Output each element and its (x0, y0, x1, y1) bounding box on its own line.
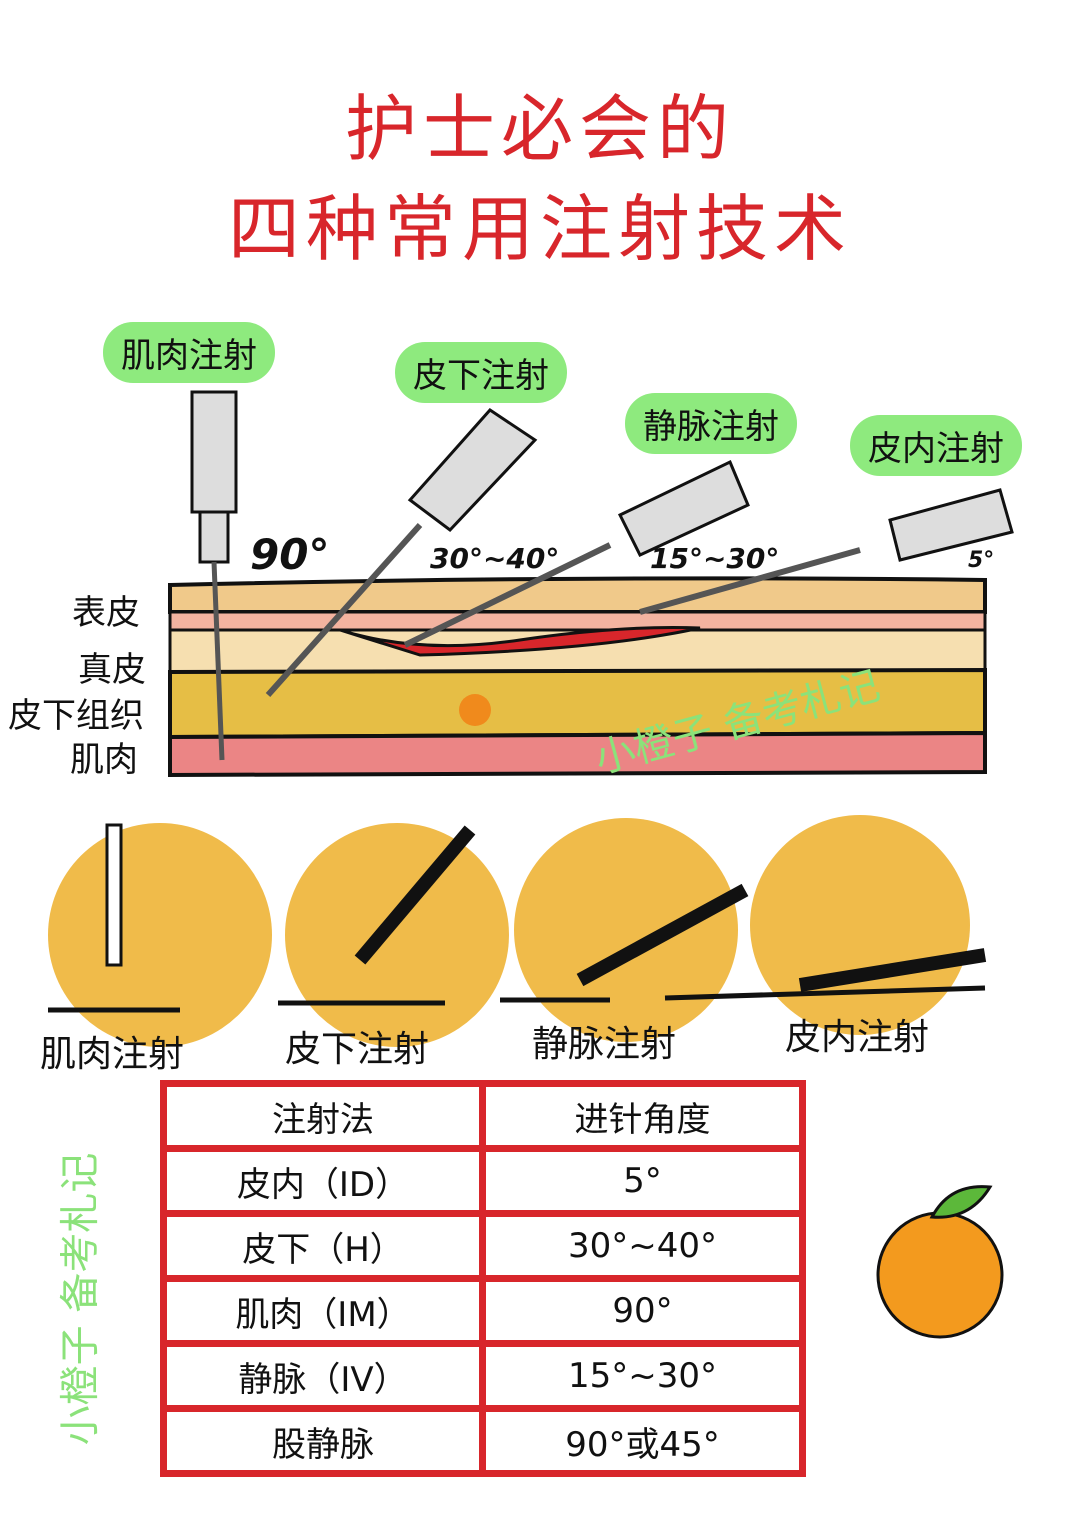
hand-circle-4 (750, 815, 970, 1035)
skin-lines (48, 985, 986, 1013)
hand-circles (48, 815, 970, 1047)
angle-table: 注射法 进针角度 皮内（ID）5° 皮下（H）30°~40° 肌肉（IM）90°… (160, 1080, 806, 1477)
syringe-intravenous (403, 459, 750, 648)
label-intramuscular: 肌肉注射 (103, 322, 275, 383)
header-method: 注射法 (160, 1080, 486, 1152)
label-intravenous: 静脉注射 (625, 393, 797, 454)
layer-epidermis (168, 576, 987, 614)
layer-label-dermis: 真皮 (78, 650, 146, 690)
cell-angle: 90° (479, 1275, 806, 1347)
angle-intravenous: 15°~30° (650, 542, 780, 575)
header-angle: 进针角度 (479, 1080, 806, 1152)
table-row: 皮内（ID）5° (160, 1145, 806, 1217)
layer-label-epidermis: 表皮 (72, 593, 140, 633)
cell-method: 股静脉 (160, 1405, 486, 1477)
layer-epidermis-lower (168, 610, 987, 632)
table-row: 皮下（H）30°~40° (160, 1210, 806, 1282)
title-line-2: 四种常用注射技术 (227, 187, 852, 271)
blood-vessel (339, 626, 701, 657)
layer-label-muscle: 肌肉 (70, 740, 138, 780)
caption-intravenous: 静脉注射 (532, 1024, 677, 1065)
cell-angle: 5° (479, 1145, 806, 1217)
table-row: 肌肉（IM）90° (160, 1275, 806, 1347)
caption-subcutaneous: 皮下注射 (285, 1029, 430, 1070)
cell-angle: 90°或45° (479, 1405, 806, 1477)
cell-angle: 15°~30° (479, 1340, 806, 1412)
caption-intradermal: 皮内注射 (785, 1017, 930, 1058)
angle-subcutaneous: 30°~40° (430, 542, 560, 575)
label-subcutaneous: 皮下注射 (395, 342, 567, 403)
angle-intramuscular: 90° (250, 530, 330, 579)
hand-circle-2 (285, 823, 509, 1047)
cell-method: 肌肉（IM） (160, 1275, 486, 1347)
angle-intradermal: 5° (968, 548, 995, 573)
hand-syringes (105, 823, 987, 992)
cell-method: 皮下（H） (160, 1210, 486, 1282)
caption-intramuscular: 肌肉注射 (40, 1034, 185, 1075)
watermark-2: 小橙子 备考札记 (57, 1152, 104, 1446)
cell-method: 静脉（IV） (160, 1340, 486, 1412)
skin-diagram (48, 390, 1014, 1047)
skin-layers (168, 576, 987, 778)
orange-icon (876, 1185, 1004, 1339)
title-line-1: 护士必会的 (344, 87, 735, 171)
syringe-intradermal (639, 488, 1014, 615)
hand-circle-1 (48, 823, 272, 1047)
layer-label-subcutaneous: 皮下组织 (8, 696, 144, 736)
syringe-intramuscular (190, 390, 238, 761)
cell-angle: 30°~40° (479, 1210, 806, 1282)
cell-method: 皮内（ID） (160, 1145, 486, 1217)
hand-circle-3 (514, 818, 738, 1042)
table-row: 静脉（IV）15°~30° (160, 1340, 806, 1412)
table-header-row: 注射法 进针角度 (160, 1080, 806, 1152)
layer-muscle (168, 730, 987, 778)
label-intradermal: 皮内注射 (850, 415, 1022, 476)
watermark-orange-icon (459, 694, 491, 726)
syringe-subcutaneous (265, 408, 538, 697)
